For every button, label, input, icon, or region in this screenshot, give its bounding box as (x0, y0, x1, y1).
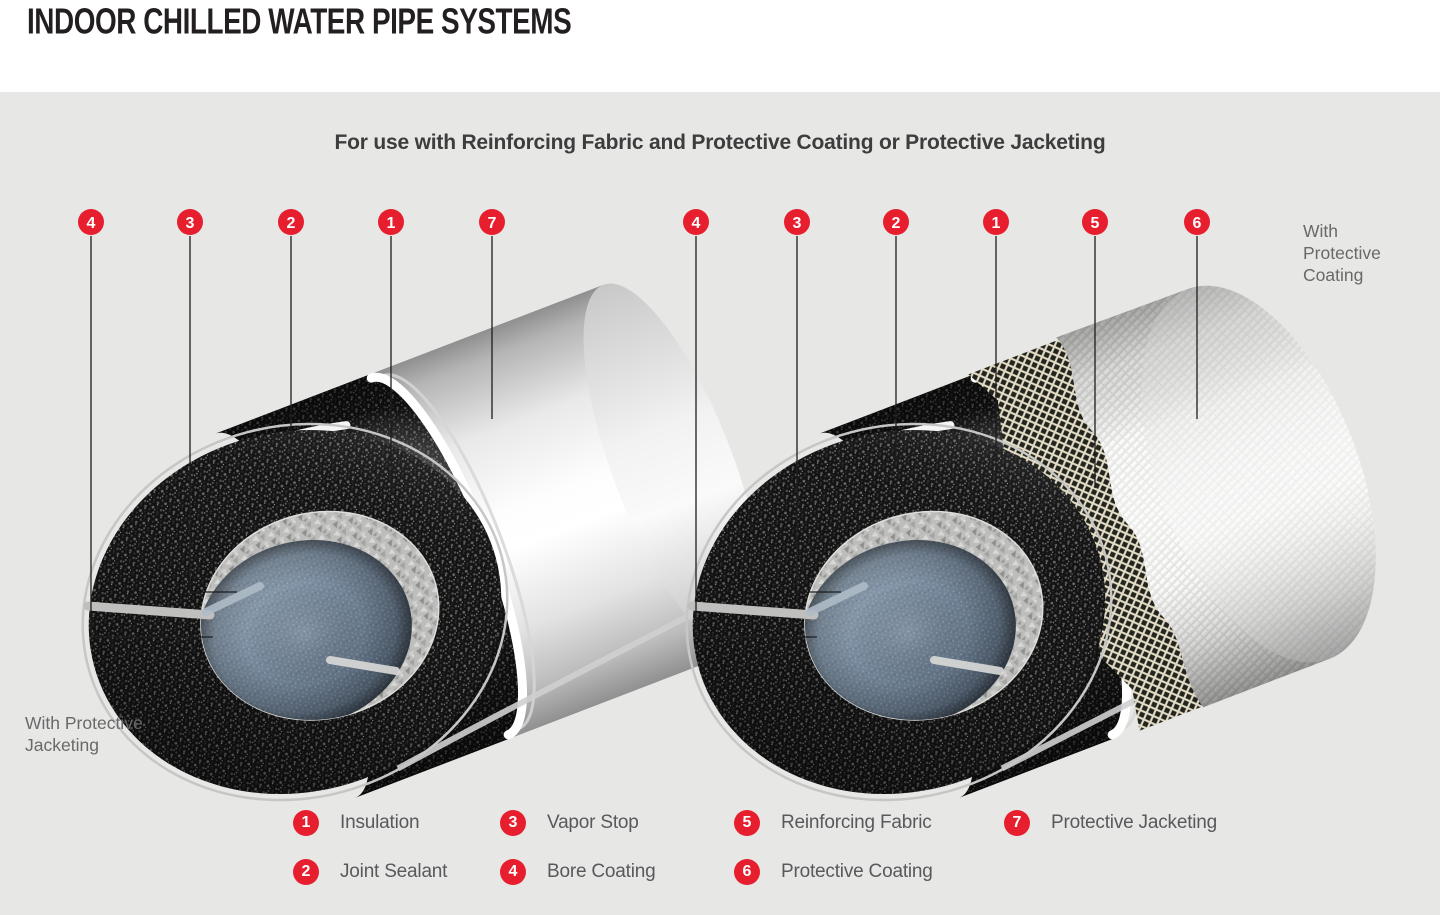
callout-marker: 4 (78, 209, 104, 235)
callout-marker: 6 (1184, 209, 1210, 235)
leader-lines (90, 236, 1198, 638)
leader-line (90, 236, 213, 638)
legend-item-protective-coating: 6 Protective Coating (734, 859, 933, 885)
callout-marker: 3 (177, 209, 203, 235)
leader-line (189, 236, 237, 593)
legend-number-badge: 5 (734, 810, 760, 836)
callout-marker: 2 (883, 209, 909, 235)
callout-number: 3 (186, 215, 195, 232)
callout-number: 2 (892, 215, 901, 232)
protective-jacketing-surface (374, 284, 743, 737)
callout-marker: 2 (278, 209, 304, 235)
legend-number-badge: 6 (734, 859, 760, 885)
callout-marker: 3 (784, 209, 810, 235)
legend-label: Bore Coating (547, 861, 656, 882)
callout-number: 6 (1193, 215, 1202, 232)
callout-marker: 1 (983, 209, 1009, 235)
coating-end-cap (1141, 285, 1376, 663)
callout-number: 7 (488, 215, 497, 232)
clamshell-seam (396, 597, 721, 772)
page-title: INDOOR CHILLED WATER PIPE SYSTEMS (27, 1, 572, 42)
legend-number-badge: 2 (293, 859, 319, 885)
leader-line (796, 236, 841, 593)
callout-marker: 5 (1082, 209, 1108, 235)
callout-marker: 4 (683, 209, 709, 235)
legend-item-joint-sealant: 2 Joint Sealant (293, 859, 447, 885)
right-pipe-illustration (644, 285, 1376, 847)
legend-label: Reinforcing Fabric (781, 812, 932, 833)
callout-number: 4 (692, 215, 701, 232)
diagram-subtitle: For use with Reinforcing Fabric and Prot… (334, 131, 1106, 154)
legend-label: Joint Sealant (340, 861, 448, 882)
callout-number: 5 (1091, 215, 1100, 232)
legend-label: Protective Coating (781, 861, 933, 882)
legend-number-badge: 7 (1004, 810, 1030, 836)
legend-number-badge: 4 (500, 859, 526, 885)
callout-number: 1 (387, 215, 396, 232)
leader-line (695, 236, 817, 638)
callout-number: 2 (287, 215, 296, 232)
right-pipe-caption: With Protective Coating (1303, 221, 1381, 285)
callout-number: 3 (793, 215, 802, 232)
left-pipe-illustration (40, 283, 763, 847)
left-pipe-caption: With Protective Jacketing (25, 713, 143, 755)
callout-number: 1 (992, 215, 1001, 232)
legend-label: Vapor Stop (547, 812, 639, 833)
legend-item-bore-coating: 4 Bore Coating (500, 859, 656, 885)
callout-markers: 4 3 2 1 7 4 3 2 1 5 6 (78, 209, 1210, 235)
callout-marker: 7 (479, 209, 505, 235)
callout-number: 4 (87, 215, 96, 232)
legend-item-protective-jacketing: 7 Protective Jacketing (1004, 810, 1217, 836)
legend-label: Insulation (340, 812, 420, 833)
legend-item-insulation: 1 Insulation (293, 810, 420, 836)
legend-item-reinforcing-fabric: 5 Reinforcing Fabric (734, 810, 932, 836)
legend-number-badge: 1 (293, 810, 319, 836)
legend-label: Protective Jacketing (1051, 812, 1218, 833)
legend-number-badge: 3 (500, 810, 526, 836)
callout-marker: 1 (378, 209, 404, 235)
legend-item-vapor-stop: 3 Vapor Stop (500, 810, 639, 836)
